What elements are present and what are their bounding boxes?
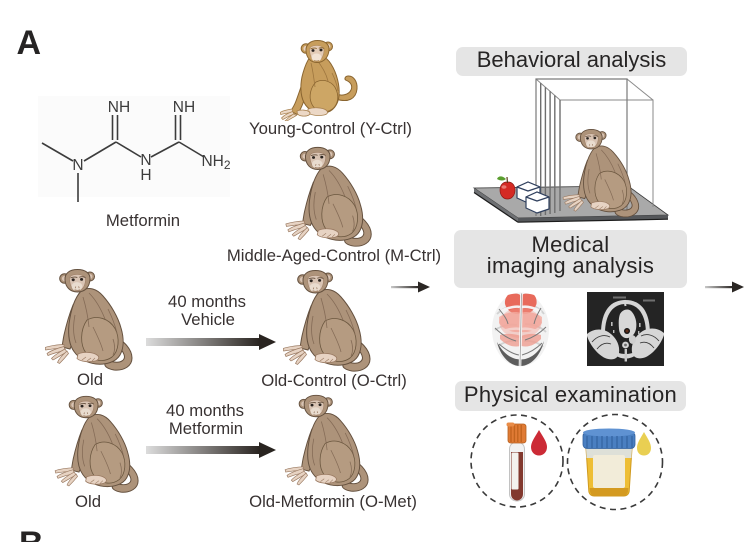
svg-text:N: N <box>140 152 151 169</box>
svg-text:NH: NH <box>173 99 195 116</box>
svg-text:NH: NH <box>108 99 130 116</box>
svg-text:H: H <box>140 167 151 184</box>
svg-text:NH2: NH2 <box>201 153 230 172</box>
svg-text:N: N <box>72 157 83 174</box>
